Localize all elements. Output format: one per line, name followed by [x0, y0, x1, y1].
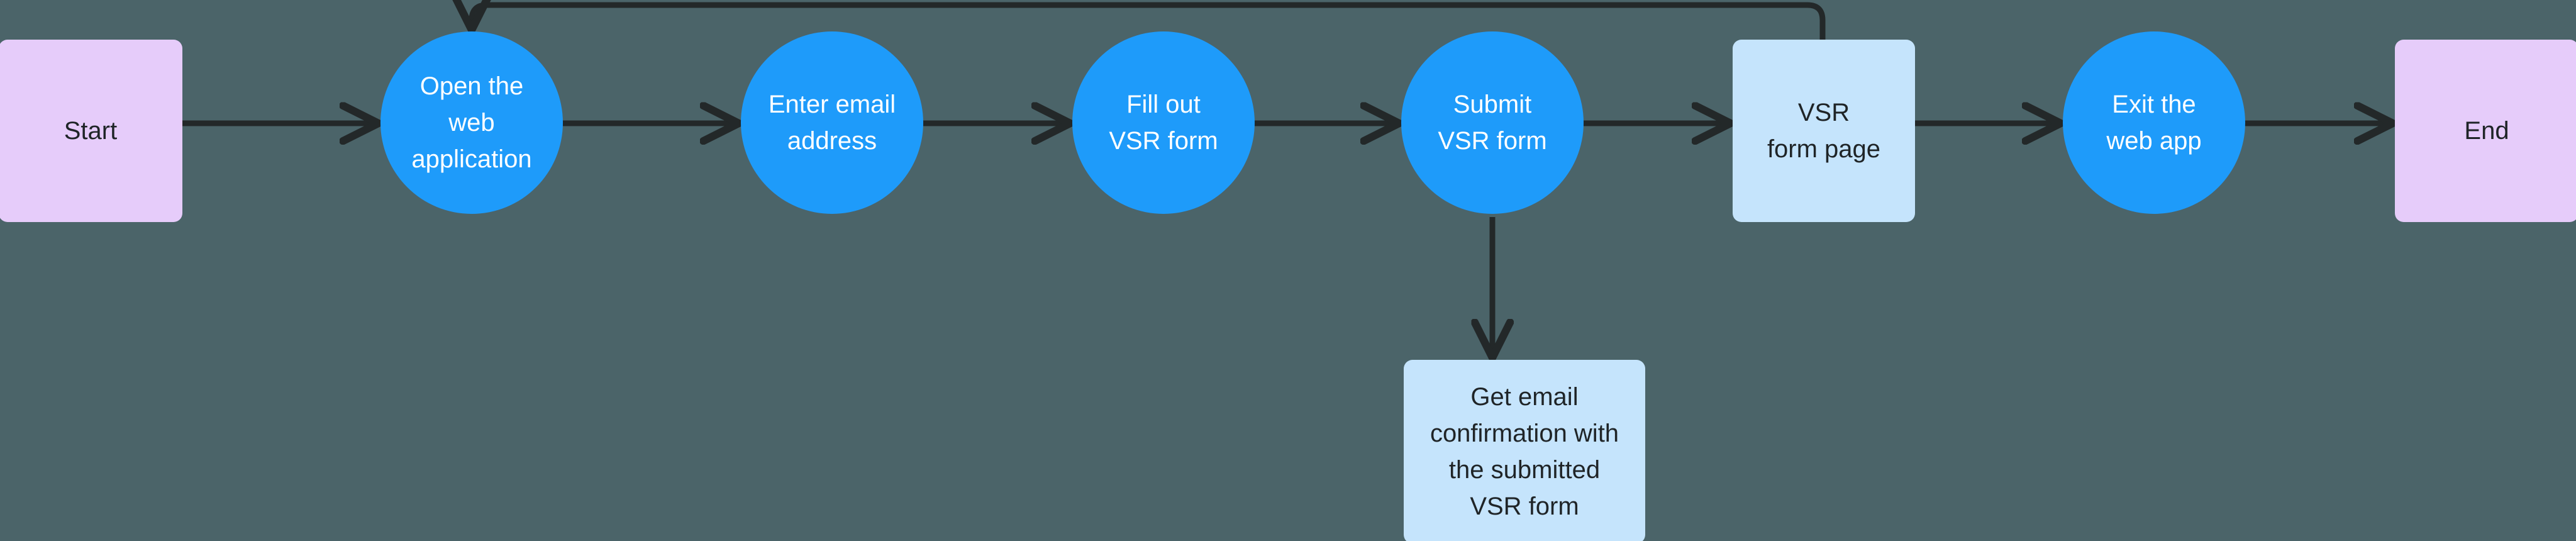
node-get-email-confirmation[interactable]: Get email confirmation with the submitte…	[1404, 360, 1645, 541]
node-fill-vsr-form[interactable]: Fill out VSR form	[1072, 31, 1255, 214]
node-vsr-form-page[interactable]: VSR form page	[1733, 40, 1915, 222]
node-start[interactable]: Start	[0, 40, 182, 222]
node-open-web-app[interactable]: Open the web application	[380, 31, 563, 214]
node-enter-email[interactable]: Enter email address	[741, 31, 923, 214]
node-vsr-form-page-label: VSR form page	[1767, 99, 1881, 163]
node-get-email-confirmation-label: Get email confirmation with the submitte…	[1430, 383, 1619, 520]
node-enter-email-label: Enter email address	[768, 91, 896, 155]
node-exit-web-app-label: Exit the web app	[2106, 91, 2202, 155]
node-submit-vsr-form-label: Submit VSR form	[1438, 91, 1547, 155]
node-end[interactable]: End	[2395, 40, 2576, 222]
node-fill-vsr-form-label: Fill out VSR form	[1109, 91, 1218, 155]
node-open-web-app-label: Open the web application	[411, 72, 532, 173]
node-exit-web-app[interactable]: Exit the web app	[2063, 31, 2245, 214]
node-end-label: End	[2464, 116, 2509, 145]
node-start-label: Start	[64, 116, 118, 145]
node-submit-vsr-form[interactable]: Submit VSR form	[1401, 31, 1584, 214]
